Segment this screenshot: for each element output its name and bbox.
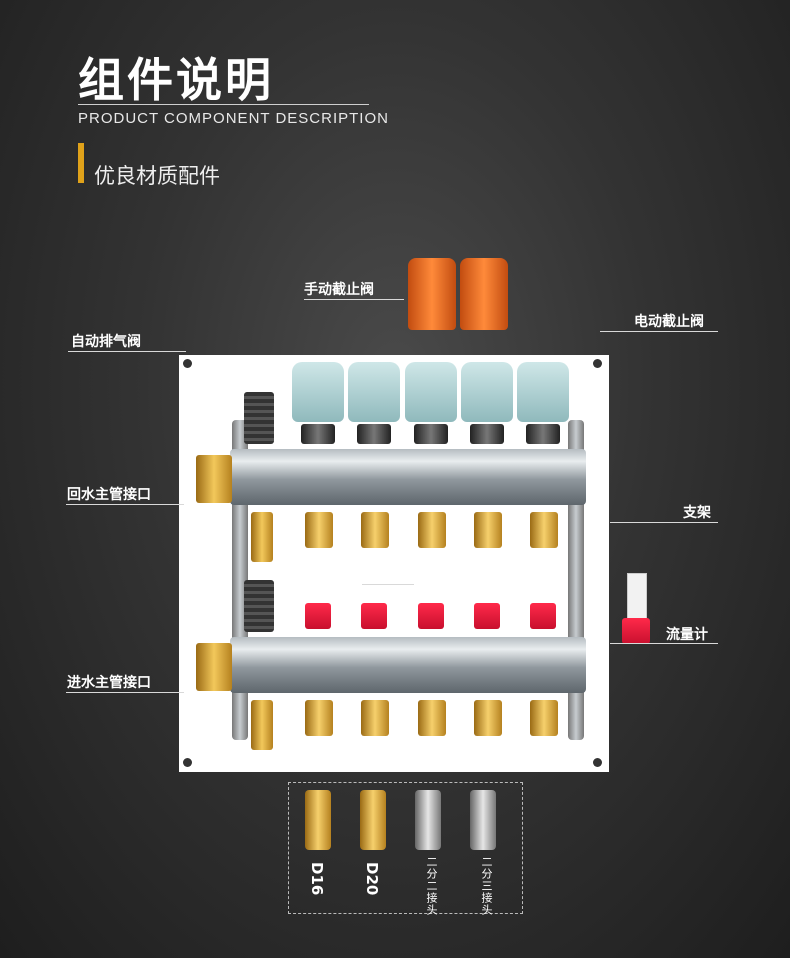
d16-fitting-image: [305, 790, 331, 850]
label-underline: [600, 331, 718, 332]
return-port: [305, 512, 333, 548]
drain-valve: [251, 512, 273, 562]
flow-meter-base: [622, 618, 650, 644]
auto-vent-valve-image: [244, 392, 274, 444]
electric-actuator: [461, 362, 513, 422]
two-branch-fitting-image: [415, 790, 441, 850]
page-subtitle: PRODUCT COMPONENT DESCRIPTION: [78, 110, 389, 127]
label-underline: [610, 522, 718, 523]
d20-fitting-image: [360, 790, 386, 850]
label-manual-stop-valve: 手动截止阀: [304, 282, 374, 298]
return-inlet-fitting: [196, 455, 232, 503]
return-port: [361, 512, 389, 548]
label-underline: [68, 351, 186, 352]
page-title: 组件说明: [78, 53, 274, 107]
supply-inlet-fitting: [196, 643, 232, 691]
accessory-label-d16: D16: [308, 862, 326, 896]
return-port: [530, 512, 558, 548]
section-accent-bar: [78, 143, 84, 183]
accessories-box: [288, 782, 523, 914]
actuator-base: [414, 424, 448, 444]
mount-hole: [593, 758, 602, 767]
return-port: [418, 512, 446, 548]
manual-valve-knob: [361, 603, 387, 629]
flow-meter-gauge: [627, 573, 647, 621]
manual-valve-knob: [418, 603, 444, 629]
accessory-label-two-fen: 二分二接头: [425, 856, 438, 916]
label-underline: [610, 643, 718, 644]
supply-main-pipe: [230, 637, 586, 693]
three-branch-fitting-image: [470, 790, 496, 850]
label-supply-main: 进水主管接口: [67, 675, 151, 691]
actuator-base: [301, 424, 335, 444]
return-port: [474, 512, 502, 548]
manual-valve-knob: [530, 603, 556, 629]
supply-port: [418, 700, 446, 736]
label-underline: [66, 504, 184, 505]
mount-hole: [183, 359, 192, 368]
label-auto-vent: 自动排气阀: [71, 334, 141, 350]
manual-valve-knob: [474, 603, 500, 629]
accessory-label-three-fen: 二分三接头: [480, 856, 493, 916]
accessory-label-d20: D20: [363, 862, 381, 896]
label-return-main: 回水主管接口: [67, 487, 151, 503]
manual-stop-valve-image: [460, 258, 508, 330]
section-heading: 优良材质配件: [94, 164, 220, 188]
label-flow-meter: 流量计: [666, 627, 708, 643]
auto-vent-valve-image: [244, 580, 274, 632]
supply-port: [474, 700, 502, 736]
manual-stop-valve-image: [408, 258, 456, 330]
actuator-base: [470, 424, 504, 444]
actuator-base: [357, 424, 391, 444]
label-underline: [66, 692, 184, 693]
mount-hole: [593, 359, 602, 368]
supply-port: [305, 700, 333, 736]
electric-actuator: [292, 362, 344, 422]
label-bracket: 支架: [683, 505, 711, 521]
electric-actuator: [348, 362, 400, 422]
actuator-base: [526, 424, 560, 444]
electric-actuator: [517, 362, 569, 422]
label-manual-valve: 手动阀: [362, 567, 404, 583]
drain-valve: [251, 700, 273, 750]
manual-valve-knob: [305, 603, 331, 629]
label-electric-stop-valve: 电动截止阀: [634, 314, 704, 330]
label-underline: [304, 299, 404, 300]
label-underline: [362, 584, 414, 585]
supply-port: [361, 700, 389, 736]
title-divider: [78, 104, 369, 105]
supply-port: [530, 700, 558, 736]
return-main-pipe: [230, 449, 586, 505]
electric-actuator: [405, 362, 457, 422]
mount-hole: [183, 758, 192, 767]
